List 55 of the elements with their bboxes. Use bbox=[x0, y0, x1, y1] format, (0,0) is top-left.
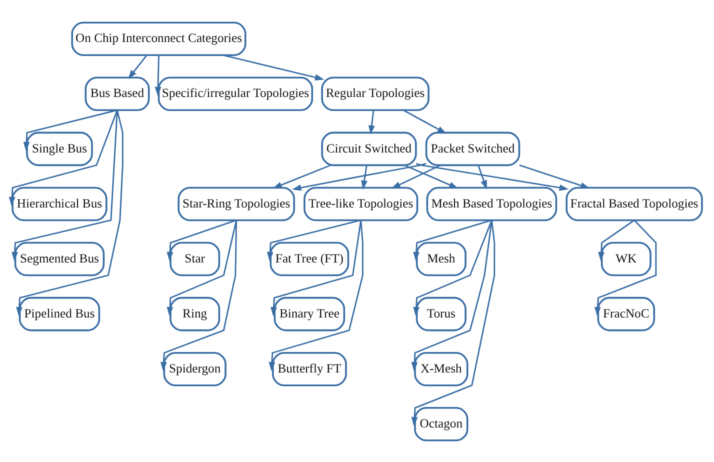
arrow bbox=[166, 219, 237, 261]
arrow bbox=[12, 110, 118, 261]
node-box: Pipelined Bus bbox=[18, 296, 100, 331]
node-box: Single Bus bbox=[26, 131, 93, 166]
node-box: Torus bbox=[416, 296, 466, 331]
node-box: Fractal Based Topologies bbox=[566, 186, 703, 221]
arrow bbox=[154, 54, 162, 96]
node-box: Hierarchical Bus bbox=[12, 186, 108, 221]
arrow bbox=[268, 220, 364, 371]
arrow bbox=[270, 220, 362, 316]
node-box: On Chip Interconnect Categories bbox=[71, 21, 246, 56]
arrow bbox=[411, 220, 492, 371]
node-box: FracNoC bbox=[597, 296, 656, 331]
node-box: X-Mesh bbox=[414, 351, 468, 386]
arrow bbox=[411, 220, 496, 426]
node-box: Regular Topologies bbox=[321, 76, 430, 111]
arrow bbox=[416, 162, 569, 190]
node-box: Mesh bbox=[416, 241, 466, 276]
node-box: Mesh Based Topologies bbox=[426, 186, 558, 221]
node-box: Tree-like Topologies bbox=[304, 186, 418, 221]
arrow bbox=[594, 219, 657, 316]
arrow bbox=[8, 109, 118, 206]
arrow bbox=[404, 164, 458, 188]
arrow bbox=[16, 109, 124, 316]
node-box: Fat Tree (FT) bbox=[270, 241, 350, 276]
arrow bbox=[23, 108, 118, 151]
node-box: Star-Ring Topologies bbox=[178, 186, 295, 221]
node-box: Bus Based bbox=[84, 76, 150, 111]
arrow bbox=[598, 219, 635, 261]
arrow bbox=[272, 164, 331, 188]
arrow bbox=[368, 110, 375, 134]
node-box: WK bbox=[600, 241, 652, 276]
node-box: Binary Tree bbox=[274, 296, 346, 331]
arrow bbox=[403, 109, 447, 134]
node-box: Octagon bbox=[414, 406, 468, 441]
arrow bbox=[519, 164, 590, 188]
arrow bbox=[478, 164, 487, 190]
arrow bbox=[266, 219, 362, 261]
arrow bbox=[292, 162, 426, 190]
node-box: Packet Switched bbox=[425, 131, 520, 166]
arrow bbox=[391, 164, 441, 188]
arrow bbox=[413, 219, 492, 316]
arrow bbox=[222, 54, 324, 80]
arrow bbox=[413, 219, 492, 261]
node-box: Circuit Switched bbox=[321, 131, 417, 166]
node-box: Ring bbox=[170, 296, 220, 331]
arrow bbox=[166, 220, 238, 316]
node-box: Spidergon bbox=[163, 351, 226, 386]
arrow bbox=[128, 54, 148, 79]
node-box: Star bbox=[170, 241, 220, 276]
arrow bbox=[160, 220, 238, 371]
node-box: Segmented Bus bbox=[14, 241, 105, 276]
node-box: Butterfly FT bbox=[272, 351, 347, 386]
arrow bbox=[361, 164, 368, 190]
node-box: Specific/irregular Topologies bbox=[158, 76, 314, 111]
